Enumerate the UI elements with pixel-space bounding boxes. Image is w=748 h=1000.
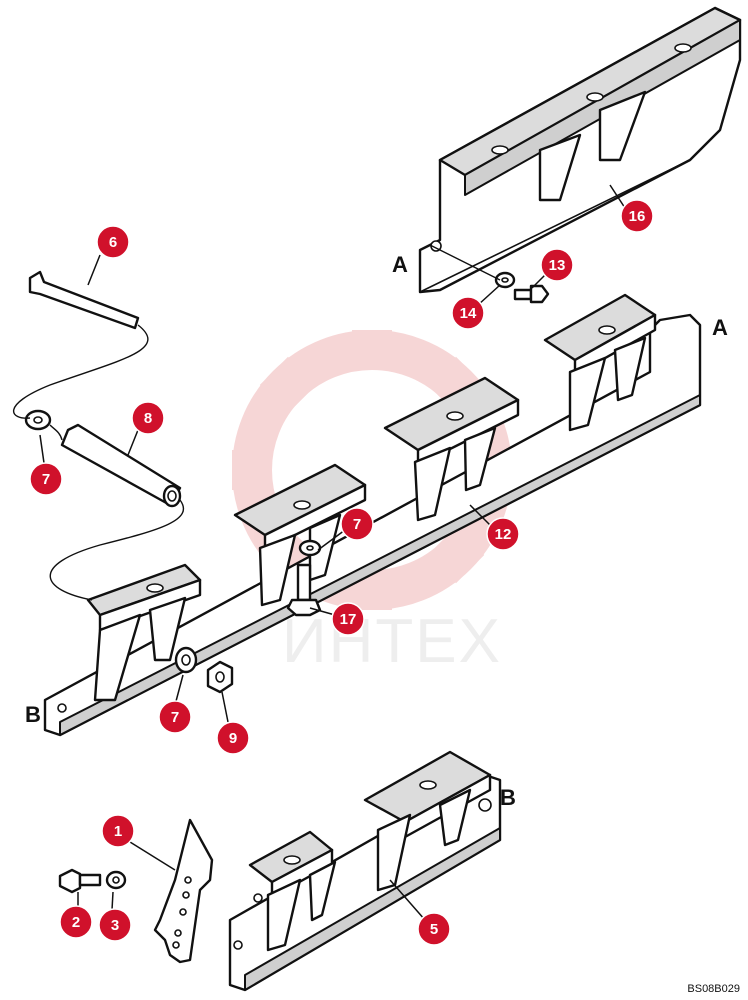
callout-14-label: 14 bbox=[460, 305, 477, 322]
callout-14: 14 bbox=[451, 296, 485, 330]
part-14-washer bbox=[494, 271, 516, 289]
callout-7-lower-label: 7 bbox=[171, 709, 179, 726]
drawing-code: BS08B029 bbox=[687, 983, 740, 995]
callout-13-label: 13 bbox=[549, 257, 566, 274]
part-9-nut bbox=[206, 660, 234, 694]
callout-12-label: 12 bbox=[495, 526, 512, 543]
part-3-washer bbox=[105, 870, 127, 890]
part-17-bolt bbox=[286, 563, 322, 617]
watermark-text: ИНТЕХ bbox=[282, 607, 502, 676]
callout-6: 6 bbox=[96, 225, 130, 259]
callout-16-label: 16 bbox=[629, 208, 646, 225]
callout-7-mid: 7 bbox=[340, 507, 374, 541]
callout-7-lower: 7 bbox=[158, 700, 192, 734]
part-7-washer-left bbox=[24, 409, 52, 431]
callout-12: 12 bbox=[486, 517, 520, 551]
part-13-bolt bbox=[513, 284, 550, 304]
callout-17: 17 bbox=[331, 602, 365, 636]
part-6-pin bbox=[28, 270, 140, 330]
assembly-path-line-a bbox=[429, 244, 501, 281]
callout-13: 13 bbox=[540, 248, 574, 282]
ref-letter-b-right: B bbox=[500, 785, 516, 810]
callout-1: 1 bbox=[101, 814, 135, 848]
part-2-bolt bbox=[58, 868, 102, 894]
callout-9: 9 bbox=[216, 721, 250, 755]
ref-letter-b-left: B bbox=[25, 702, 41, 727]
callout-3: 3 bbox=[98, 908, 132, 942]
callout-5: 5 bbox=[417, 912, 451, 946]
callout-2-label: 2 bbox=[72, 914, 80, 931]
callout-17-label: 17 bbox=[340, 611, 357, 628]
part-8-sleeve bbox=[60, 423, 182, 508]
callout-8: 8 bbox=[131, 401, 165, 435]
callout-16: 16 bbox=[620, 199, 654, 233]
ref-letter-a-top: A bbox=[392, 252, 408, 277]
part-7-washer-lower bbox=[174, 646, 198, 674]
callout-1-label: 1 bbox=[114, 823, 122, 840]
callout-3-label: 3 bbox=[111, 917, 119, 934]
part-1-plate bbox=[153, 818, 214, 964]
callout-9-label: 9 bbox=[229, 730, 237, 747]
part-5-lower-rail bbox=[228, 750, 502, 992]
callout-6-label: 6 bbox=[109, 234, 117, 251]
part-16-upper-rail bbox=[418, 6, 742, 294]
callout-markers: 16 13 14 6 8 7 7 12 17 7 9 1 2 3 5 bbox=[29, 199, 654, 946]
callout-8-label: 8 bbox=[144, 410, 152, 427]
callout-2: 2 bbox=[59, 905, 93, 939]
assembly-path-line bbox=[13, 324, 185, 601]
callout-7-left-label: 7 bbox=[42, 471, 50, 488]
part-7-washer-mid bbox=[298, 539, 322, 557]
ref-letter-a-right: A bbox=[712, 315, 728, 340]
callout-7-left: 7 bbox=[29, 462, 63, 496]
callout-7-mid-label: 7 bbox=[353, 516, 361, 533]
callout-5-label: 5 bbox=[430, 921, 438, 938]
